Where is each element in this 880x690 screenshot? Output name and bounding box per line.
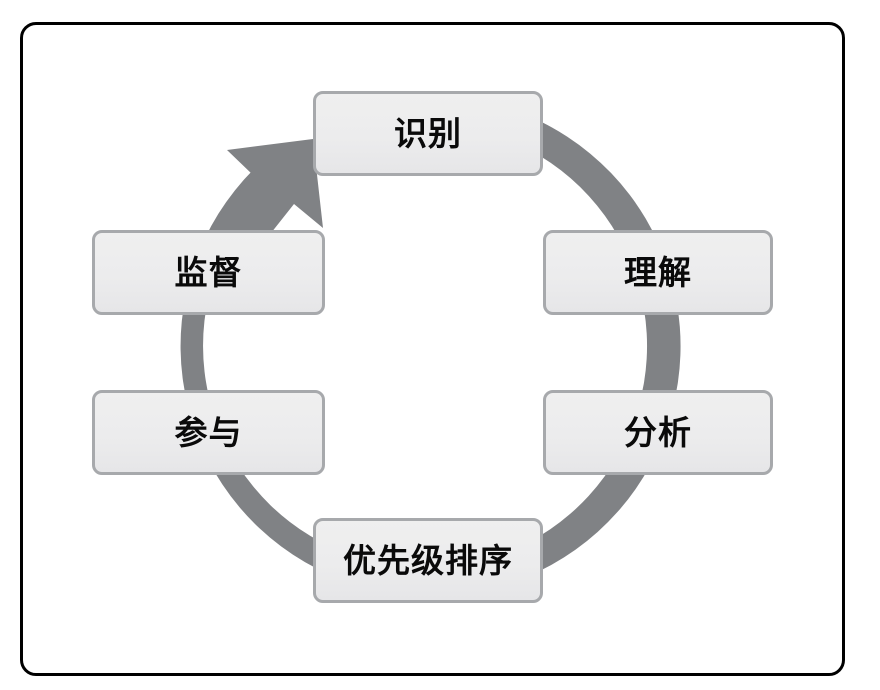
cycle-node-label: 分析	[624, 413, 692, 452]
cycle-node-label: 监督	[174, 253, 243, 292]
cycle-node-engage[interactable]: 参与	[92, 390, 325, 475]
cycle-node-identify[interactable]: 识别	[313, 91, 543, 176]
cycle-node-label: 理解	[624, 253, 692, 292]
cycle-node-analyze[interactable]: 分析	[543, 390, 773, 475]
cycle-node-understand[interactable]: 理解	[543, 230, 773, 315]
cycle-node-monitor[interactable]: 监督	[92, 230, 325, 315]
cycle-node-label: 参与	[174, 413, 243, 452]
cycle-node-label: 优先级排序	[343, 541, 513, 580]
cycle-node-label: 识别	[394, 114, 462, 153]
cycle-node-prioritize[interactable]: 优先级排序	[313, 518, 543, 603]
